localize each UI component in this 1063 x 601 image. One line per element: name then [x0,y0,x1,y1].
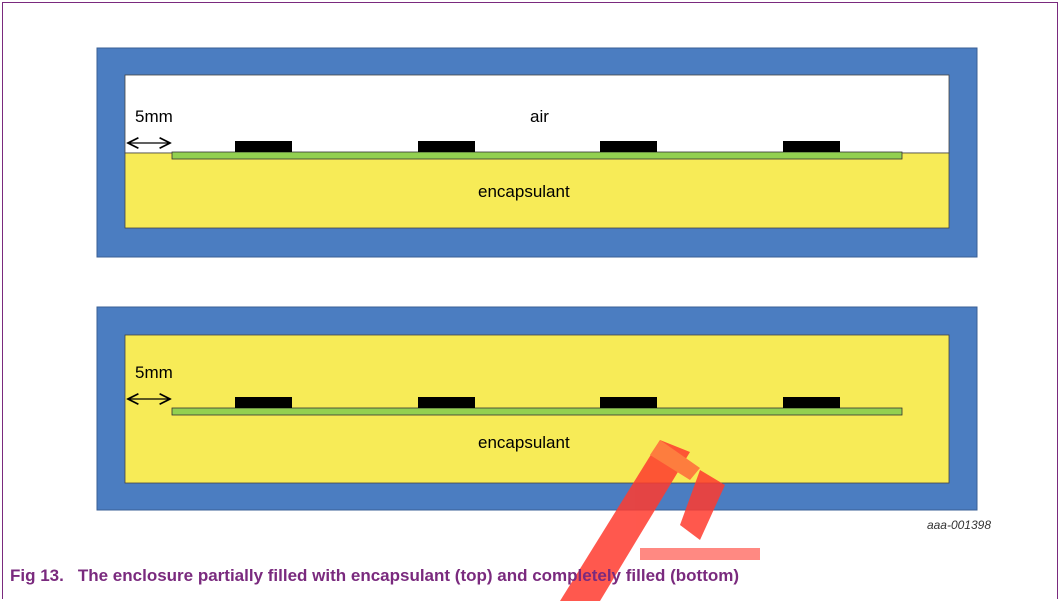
top-air-region [124,74,950,154]
top-component-1 [235,141,292,152]
bottom-component-4 [783,397,840,408]
figure-caption: Fig 13. The enclosure partially filled wi… [10,566,739,586]
top-encapsulant-region [124,152,950,229]
top-gap-label: 5mm [135,107,173,126]
top-pcb [171,151,903,160]
top-component-4 [783,141,840,152]
figure-id: aaa-001398 [926,518,991,532]
top-component-3 [600,141,657,152]
watermark [560,440,760,601]
top-component-2 [418,141,475,152]
figure-number: Fig 13. [10,566,64,585]
top-enclosure: 5mm air encapsulant [96,47,978,258]
bottom-encapsulant-label: encapsulant [478,433,570,452]
top-encapsulant-label: encapsulant [478,182,570,201]
bottom-component-3 [600,397,657,408]
figure-caption-text: The enclosure partially filled with enca… [77,566,740,585]
bottom-component-1 [235,397,292,408]
bottom-component-2 [418,397,475,408]
bottom-enclosure: 5mm encapsulant [96,306,978,511]
top-air-label: air [530,107,549,126]
bottom-gap-label: 5mm [135,363,173,382]
bottom-pcb [171,407,903,416]
